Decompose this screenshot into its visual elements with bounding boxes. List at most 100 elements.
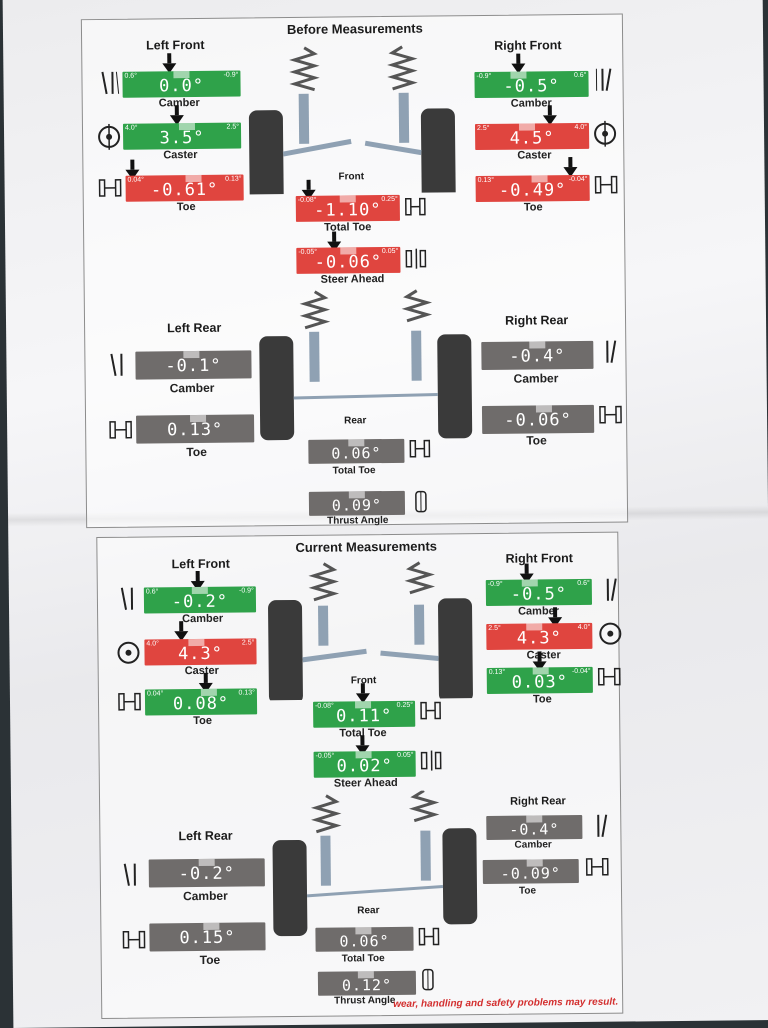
- total-toe-icon: [419, 698, 441, 724]
- steer-ahead-gauge: -0.05° 0.05° 0.02°: [314, 751, 416, 778]
- right-front-caster-gauge: 2.5° 4.0° 4.3°: [486, 623, 592, 650]
- toe-label: Toe: [533, 693, 552, 705]
- camber-icon: [98, 70, 120, 96]
- left-front-camber-gauge: 0.6° -0.9° -0.2°: [144, 586, 256, 613]
- caster-icon: [598, 621, 620, 647]
- total-toe-label: Total Toe: [333, 465, 376, 476]
- thrust-angle-gauge: 0.09°: [309, 491, 405, 516]
- left-rear-toe-gauge: 0.13°: [136, 414, 254, 443]
- toe-label: Toe: [526, 433, 547, 447]
- right-front-camber-value: -0.5°: [486, 584, 592, 605]
- left-front-toe-value: 0.08°: [145, 693, 257, 714]
- toe-icon: [593, 173, 615, 199]
- camber-label: Camber: [511, 97, 552, 109]
- toe-icon: [121, 928, 143, 954]
- toe-label: Toe: [519, 885, 536, 896]
- right-front-toe-value: 0.03°: [487, 672, 593, 693]
- rear-suspension-diagram: [253, 286, 477, 453]
- left-rear-camber-gauge: -0.2°: [149, 858, 265, 887]
- right-front-caster-gauge: 2.5° 4.0° 4.5°: [475, 123, 589, 150]
- left-rear-toe-value: 0.15°: [149, 927, 265, 948]
- left-rear-camber-value: -0.1°: [135, 355, 251, 376]
- printout-sheet: Before Measurements Left Front 0.6° -0.9…: [3, 0, 768, 1028]
- toe-icon: [97, 176, 119, 202]
- left-rear-camber-gauge: -0.1°: [135, 350, 251, 379]
- thrust-angle-gauge: 0.12°: [318, 971, 416, 996]
- right-front-title: Right Front: [505, 551, 572, 566]
- right-front-toe-value: -0.49°: [476, 180, 590, 201]
- camber-icon: [597, 339, 619, 365]
- left-rear-toe-value: 0.13°: [136, 419, 254, 440]
- caster-icon: [116, 640, 138, 666]
- right-rear-camber-gauge: -0.4°: [486, 815, 582, 840]
- front-total-toe-value: 0.11°: [313, 706, 415, 727]
- left-rear-toe-gauge: 0.15°: [149, 922, 265, 951]
- thrust-angle-icon: [420, 966, 442, 992]
- steer-ahead-label: Steer Ahead: [334, 777, 398, 790]
- right-rear-camber-value: -0.4°: [481, 346, 593, 367]
- camber-label: Camber: [514, 839, 551, 850]
- right-rear-toe-value: -0.06°: [482, 410, 594, 431]
- steer-ahead-value: -0.06°: [296, 252, 400, 273]
- steer-ahead-gauge: -0.05° 0.05° -0.06°: [296, 247, 400, 274]
- toe-label: Toe: [200, 953, 221, 967]
- left-front-camber-value: 0.0°: [122, 76, 240, 97]
- warning-text: wear, handling and safety problems may r…: [393, 997, 618, 1010]
- front-total-toe-value: -1.10°: [296, 200, 400, 221]
- right-rear-toe-value: -0.09°: [483, 864, 579, 883]
- total-toe-icon: [417, 924, 439, 950]
- right-rear-toe-gauge: -0.06°: [482, 405, 594, 434]
- left-rear-title: Left Rear: [167, 321, 221, 336]
- thrust-angle-label: Thrust Angle: [334, 995, 395, 1007]
- left-front-caster-value: 4.3°: [144, 643, 256, 664]
- toe-icon: [108, 418, 130, 444]
- toe-label: Toe: [193, 715, 212, 727]
- steer-ahead-icon: [404, 247, 426, 273]
- total-toe-icon: [408, 437, 430, 463]
- camber-label: Camber: [514, 371, 559, 385]
- thrust-angle-icon: [413, 489, 435, 515]
- toe-label: Toe: [186, 445, 207, 459]
- panel-title: Before Measurements: [287, 21, 423, 37]
- rear-total-toe-value: 0.06°: [315, 932, 413, 951]
- caster-label: Caster: [526, 649, 560, 661]
- toe-label: Toe: [524, 201, 543, 213]
- camber-label: Camber: [183, 889, 228, 903]
- right-front-title: Right Front: [494, 38, 561, 53]
- camber-icon: [592, 67, 614, 93]
- left-rear-title: Left Rear: [178, 829, 232, 844]
- left-front-caster-value: 3.5°: [123, 128, 241, 149]
- caster-label: Caster: [163, 149, 197, 161]
- current-measurements-panel: Current Measurements Left Front 0.6° -0.…: [96, 532, 623, 1019]
- toe-label: Toe: [177, 201, 196, 213]
- left-front-toe-gauge: 0.04° 0.13° -0.61°: [125, 174, 243, 201]
- caster-icon: [593, 121, 615, 147]
- rear-suspension-diagram: [268, 790, 482, 947]
- camber-icon: [598, 577, 620, 603]
- left-front-caster-gauge: 4.0° 2.5° 3.5°: [123, 123, 241, 150]
- right-rear-camber-value: -0.4°: [486, 820, 582, 839]
- total-toe-label: Total Toe: [342, 953, 385, 964]
- rear-total-toe-value: 0.06°: [308, 444, 404, 463]
- steer-ahead-icon: [420, 748, 442, 774]
- front-total-toe-gauge: -0.08° 0.25° -1.10°: [296, 195, 400, 222]
- rear-total-toe-gauge: 0.06°: [308, 439, 404, 464]
- left-front-title: Left Front: [146, 38, 204, 53]
- camber-label: Camber: [182, 613, 223, 625]
- thrust-angle-value: 0.12°: [318, 976, 416, 995]
- camber-icon: [121, 862, 143, 888]
- front-label: Front: [338, 171, 364, 182]
- left-front-title: Left Front: [171, 557, 229, 572]
- right-rear-camber-gauge: -0.4°: [481, 341, 593, 370]
- rear-label: Rear: [344, 415, 366, 426]
- right-rear-title: Right Rear: [510, 795, 566, 808]
- right-rear-toe-gauge: -0.09°: [483, 859, 579, 884]
- right-rear-title: Right Rear: [505, 313, 568, 328]
- rear-total-toe-gauge: 0.06°: [315, 927, 413, 952]
- left-front-camber-value: -0.2°: [144, 591, 256, 612]
- right-front-toe-gauge: 0.13° -0.04° -0.49°: [476, 175, 590, 202]
- total-toe-label: Total Toe: [324, 221, 371, 233]
- camber-icon: [118, 586, 140, 612]
- left-front-caster-gauge: 4.0° 2.5° 4.3°: [144, 638, 256, 665]
- left-front-toe-value: -0.61°: [126, 179, 244, 200]
